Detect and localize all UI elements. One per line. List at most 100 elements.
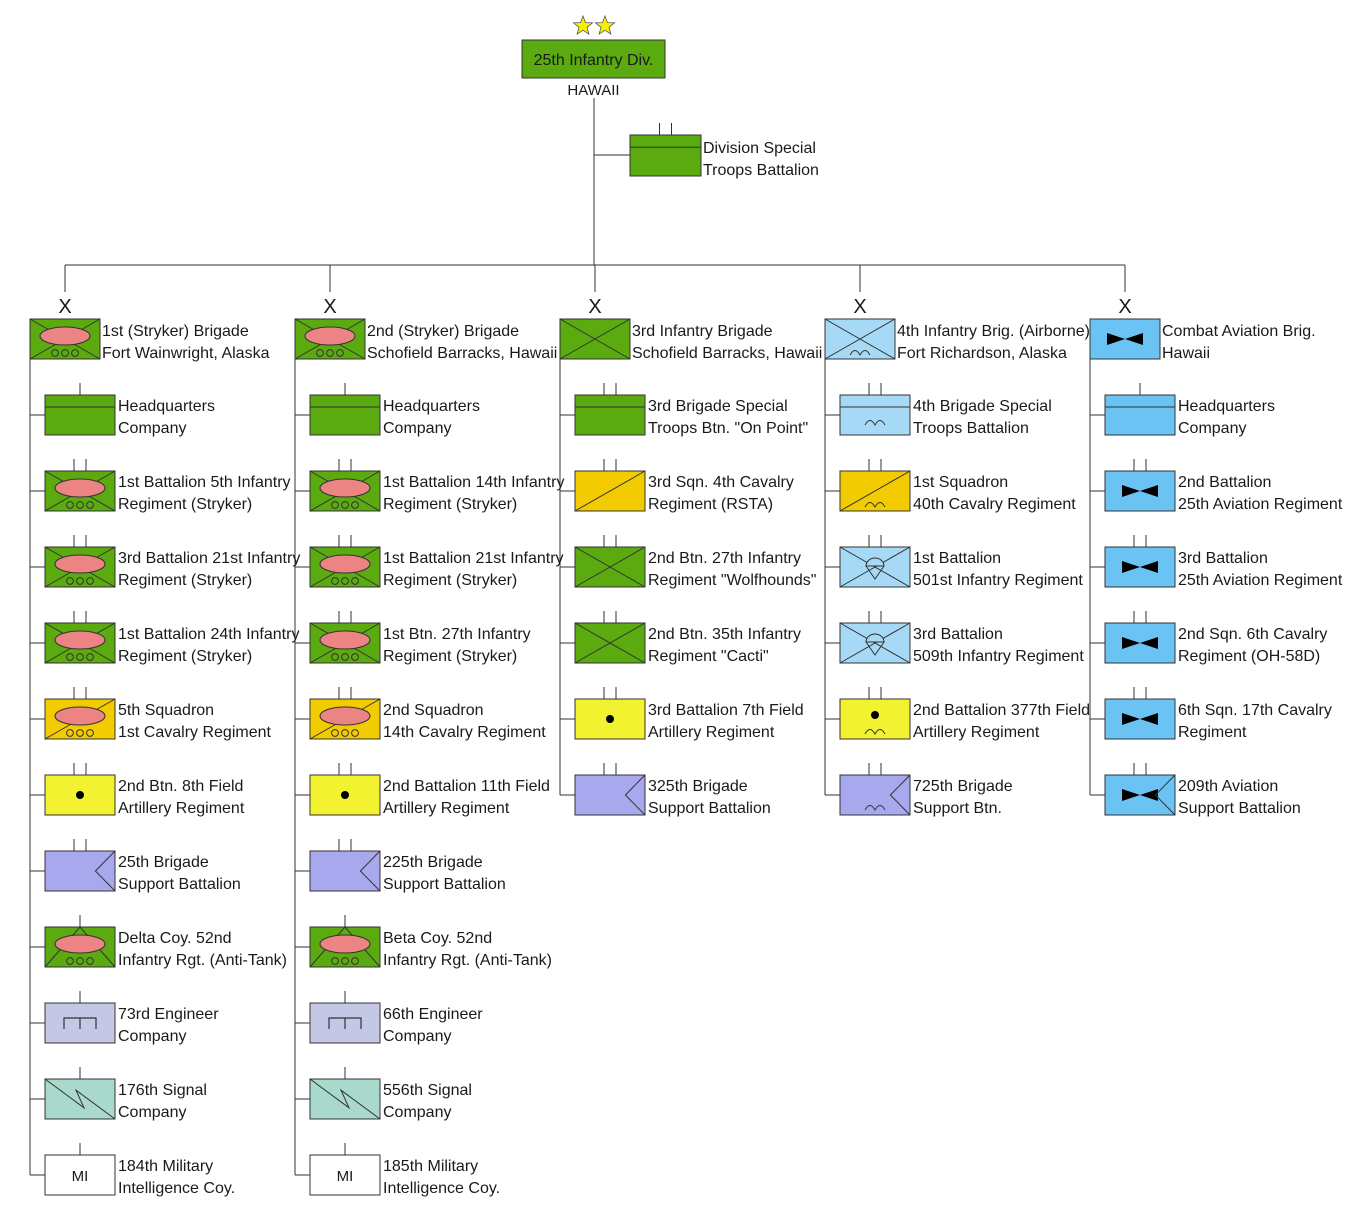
unit-name: Headquarters (1178, 398, 1275, 415)
unit-name: Artillery Regiment (648, 724, 775, 741)
star-icon (594, 14, 616, 36)
unit-name: Troops Btn. "On Point" (648, 420, 808, 437)
brigade-echelon-label: X (588, 296, 601, 318)
unit-name: Company (118, 1028, 186, 1045)
unit-name: Headquarters (383, 398, 480, 415)
brigade-echelon-label: X (323, 296, 336, 318)
unit-name: 1st Battalion (913, 550, 1001, 567)
unit-name: 725th Brigade (913, 778, 1013, 795)
star-star-icon (572, 14, 616, 36)
unit-name: 6th Sqn. 17th Cavalry (1178, 702, 1332, 719)
plain-symbol-icon (309, 394, 381, 436)
battalion-echelon-icon (338, 535, 352, 547)
unit-name: Regiment (Stryker) (118, 648, 252, 665)
unit-name: 3rd Battalion 7th Field (648, 702, 804, 719)
unit-name: 2nd Battalion 11th Field (383, 778, 550, 795)
artillery-symbol-icon (574, 698, 646, 740)
unit-name: Company (1178, 420, 1246, 437)
unit-name: Company (383, 1028, 451, 1045)
unit-name: Artillery Regiment (913, 724, 1040, 741)
aviation-symbol-icon (1104, 546, 1176, 588)
aviation-symbol-icon (1089, 318, 1161, 360)
battalion-echelon-icon (338, 763, 352, 775)
unit-name: 3rd Battalion (913, 626, 1003, 643)
unit-name: Headquarters (118, 398, 215, 415)
unit-name: Intelligence Coy. (118, 1180, 235, 1197)
battalion-echelon-icon (659, 123, 672, 135)
unit-name: Intelligence Coy. (383, 1180, 500, 1197)
airborne-support-symbol-icon (839, 774, 911, 816)
battalion-echelon-icon (868, 763, 882, 775)
battalion-echelon-icon (1133, 611, 1147, 623)
artillery-symbol-icon (44, 774, 116, 816)
unit-name: 1st Cavalry Regiment (118, 724, 272, 741)
battalion-echelon-icon (73, 611, 87, 623)
unit-name: Company (118, 420, 186, 437)
unit-name: 3rd Brigade Special (648, 398, 788, 415)
unit-name: Support Battalion (118, 876, 241, 893)
battalion-echelon-icon (603, 611, 617, 623)
cavalry-symbol-icon (574, 470, 646, 512)
battalion-echelon-icon (868, 611, 882, 623)
unit-name: 1st Squadron (913, 474, 1008, 491)
unit-name: 325th Brigade (648, 778, 748, 795)
brigade-location: Schofield Barracks, Hawaii (632, 345, 822, 362)
antitank-symbol-icon (309, 926, 381, 968)
unit-name: Regiment (1178, 724, 1247, 741)
battalion-echelon-icon (1133, 459, 1147, 471)
parachute-infantry-symbol-icon (839, 622, 911, 664)
unit-name: Infantry Rgt. (Anti-Tank) (383, 952, 552, 969)
stryker-symbol-icon (309, 470, 381, 512)
special-troops-label: Troops Battalion (703, 162, 819, 179)
unit-name: 184th Military (118, 1158, 213, 1175)
cavalry-stryker-symbol-icon (44, 698, 116, 740)
unit-name: 1st Battalion 14th Infantry (383, 474, 564, 491)
unit-name: 556th Signal (383, 1082, 472, 1099)
unit-name: 73rd Engineer (118, 1006, 219, 1023)
unit-name: Regiment (Stryker) (118, 572, 252, 589)
infantry-symbol-icon (559, 318, 631, 360)
unit-name: Infantry Rgt. (Anti-Tank) (118, 952, 287, 969)
battalion-echelon-icon (868, 687, 882, 699)
brigade-echelon-label: X (1118, 296, 1131, 318)
brigade-location: Fort Wainwright, Alaska (102, 345, 270, 362)
battalion-echelon-icon (338, 459, 352, 471)
unit-name: Regiment (RSTA) (648, 496, 773, 513)
stryker-symbol-icon (44, 546, 116, 588)
brigade-name: 2nd (Stryker) Brigade (367, 323, 519, 340)
unit-name: 2nd Btn. 27th Infantry (648, 550, 801, 567)
unit-name: 40th Cavalry Regiment (913, 496, 1076, 513)
unit-name: Support Battalion (383, 876, 506, 893)
unit-name: 4th Brigade Special (913, 398, 1052, 415)
battalion-echelon-icon (868, 459, 882, 471)
battalion-echelon-icon (338, 687, 352, 699)
unit-name: 3rd Sqn. 4th Cavalry (648, 474, 794, 491)
star-icon (572, 14, 594, 36)
airborne-infantry-symbol-icon (824, 318, 896, 360)
unit-name: Support Battalion (1178, 800, 1301, 817)
battalion-echelon-icon (73, 535, 87, 547)
